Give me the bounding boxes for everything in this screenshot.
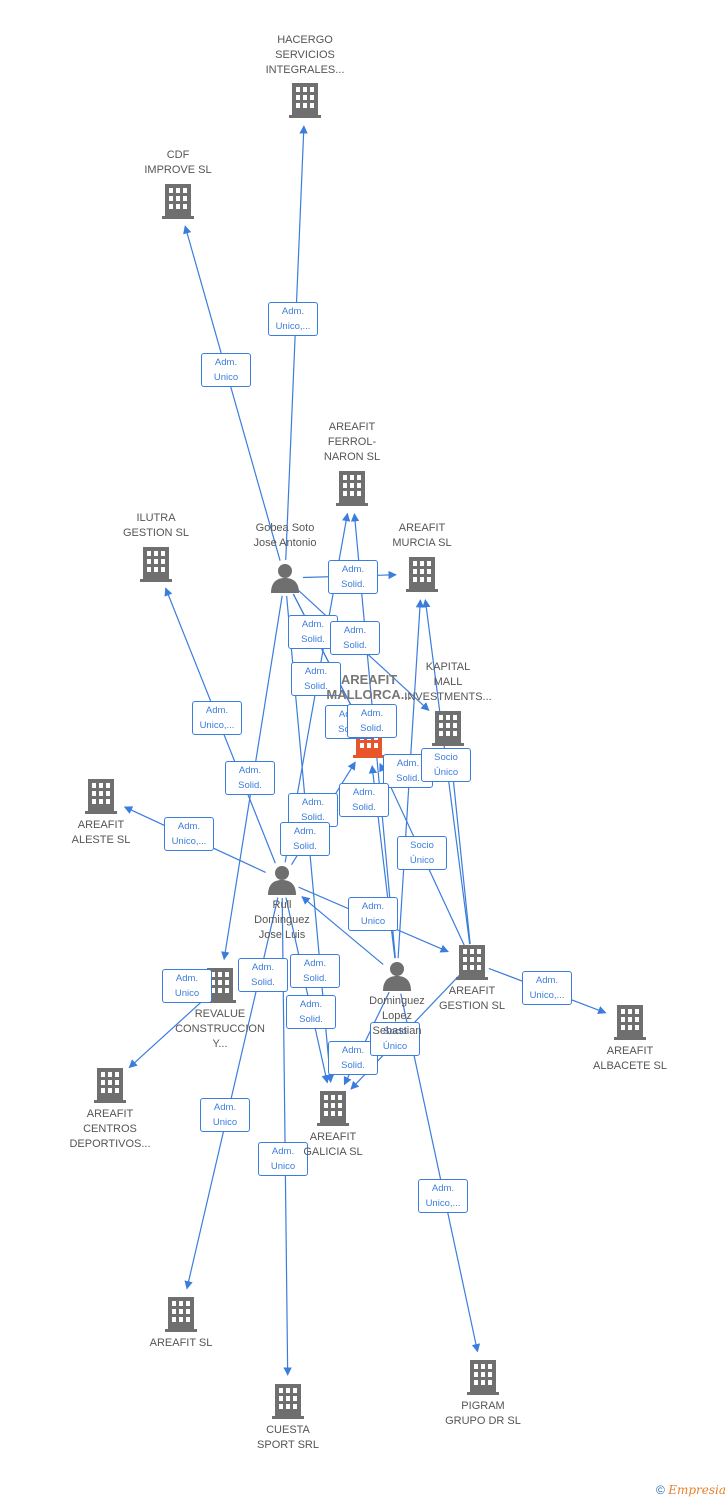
- brand-logo: Empresia: [668, 1483, 726, 1497]
- edge-label-gobea-murcia: Adm. Solid.: [328, 560, 378, 594]
- node-label-gobea[interactable]: Gobea Soto Jose Antonio: [253, 522, 317, 549]
- edge-label-dominguez-galicia: Adm. Solid.: [328, 1041, 378, 1075]
- nodes-layer: [85, 83, 646, 1419]
- edge-gestion-kapital: [447, 753, 471, 945]
- building-icon[interactable]: [336, 471, 368, 506]
- node-label-kapital[interactable]: KAPITAL MALL INVESTMENTS...: [404, 661, 492, 703]
- edge-gobea-hacergo: [285, 125, 308, 561]
- building-icon[interactable]: [614, 1005, 646, 1040]
- edge-label-gestion-mallorca: Socio Único: [397, 836, 447, 870]
- node-label-pigram[interactable]: PIGRAM GRUPO DR SL: [445, 1400, 521, 1427]
- person-icon[interactable]: [268, 866, 296, 895]
- edge-label-gobea-mallorca: Adm. Solid.: [225, 761, 275, 795]
- edge-rull-galicia: [285, 897, 330, 1084]
- edge-label-gobea-hacergo: Adm. Unico,...: [268, 302, 318, 336]
- edge-gobea-mallorca: [292, 593, 358, 718]
- edge-label-gobea-kapital: Adm. Solid.: [288, 615, 338, 649]
- node-label-ilutra[interactable]: ILUTRA GESTION SL: [122, 512, 190, 539]
- edge-label-dominguez-ferrol: Adm. Solid.: [383, 754, 433, 788]
- building-icon[interactable]: [289, 83, 321, 118]
- building-icon[interactable]: [165, 1297, 197, 1332]
- building-icon[interactable]: [85, 779, 117, 814]
- node-label-aleste[interactable]: AREAFIT ALESTE SL: [71, 819, 131, 846]
- edge-label-gestion-galicia: Socio Único: [370, 1022, 420, 1056]
- edge-label-gobea-cdf: Adm. Unico: [201, 353, 251, 387]
- node-label-galicia[interactable]: AREAFIT GALICIA SL: [303, 1131, 363, 1158]
- edge-rull-areafit: [184, 897, 279, 1290]
- edge-label-gestion-kapital: Socio Único: [421, 748, 471, 782]
- copyright-icon: ©: [656, 1483, 665, 1497]
- person-icon[interactable]: [271, 564, 299, 593]
- edge-label-rull-mallorca: Adm. Solid.: [280, 822, 330, 856]
- edge-label-dominguez-rull: Adm. Solid.: [238, 958, 288, 992]
- node-label-revalue[interactable]: REVALUE CONSTRUCCION Y...: [175, 1008, 265, 1050]
- building-icon[interactable]: [162, 184, 194, 219]
- building-icon[interactable]: [272, 1384, 304, 1419]
- building-icon[interactable]: [406, 557, 438, 592]
- node-label-dominguez[interactable]: Dominguez Lopez Sebastian: [369, 995, 425, 1037]
- node-label-cdf[interactable]: CDF IMPROVE SL: [144, 149, 212, 176]
- edge-label-rull-areafit: Adm. Unico: [258, 1142, 308, 1176]
- edge-label-dominguez-murcia: Adm. Solid.: [339, 783, 389, 817]
- node-label-murcia[interactable]: AREAFIT MURCIA SL: [392, 522, 452, 549]
- node-label-areafit[interactable]: AREAFIT SL: [149, 1337, 213, 1349]
- edge-gobea-cdf: [183, 225, 281, 561]
- edge-revalue-centros: [128, 996, 208, 1069]
- node-label-ferrol[interactable]: AREAFIT FERROL- NARON SL: [323, 421, 381, 463]
- node-label-mallorca[interactable]: AREAFIT MALLORCA...: [326, 672, 412, 702]
- edge-label-gestion-albacete: Adm. Unico,...: [522, 971, 572, 1005]
- edge-label-rull-ferrol: Adm. Solid.: [288, 793, 338, 827]
- edge-label-rull-galicia: Adm. Solid.: [347, 704, 397, 738]
- edge-label-gobea-revalue: Adm. Solid.: [286, 995, 336, 1029]
- node-label-albacete[interactable]: AREAFIT ALBACETE SL: [593, 1045, 667, 1072]
- building-icon[interactable]: [94, 1068, 126, 1103]
- edge-label-rull-aleste: Adm. Unico,...: [164, 817, 214, 851]
- building-icon[interactable]: [140, 547, 172, 582]
- building-icon[interactable]: [467, 1360, 499, 1395]
- edge-label-dominguez-pigram: Adm. Unico,...: [418, 1179, 468, 1213]
- node-label-hacergo[interactable]: HACERGO SERVICIOS INTEGRALES...: [265, 34, 345, 76]
- edge-label-rull-ilutra: Adm. Unico,...: [192, 701, 242, 735]
- edge-label-revalue-centros: Adm. Unico: [162, 969, 212, 1003]
- edge-label-gestion-murcia: Adm. Solid.: [330, 621, 380, 655]
- building-icon[interactable]: [456, 945, 488, 980]
- edge-label-rull-gestion: Adm. Unico: [348, 897, 398, 931]
- footer-credit: © Empresia: [656, 1483, 726, 1497]
- node-label-rull[interactable]: Rull Dominguez Jose Luis: [254, 899, 310, 941]
- node-label-centros[interactable]: AREAFIT CENTROS DEPORTIVOS...: [69, 1108, 151, 1150]
- building-icon[interactable]: [317, 1091, 349, 1126]
- node-label-cuesta[interactable]: CUESTA SPORT SRL: [257, 1424, 319, 1451]
- edge-label-rull-cuesta: Adm. Unico: [200, 1098, 250, 1132]
- building-icon[interactable]: [432, 711, 464, 746]
- node-label-gestion[interactable]: AREAFIT GESTION SL: [438, 985, 506, 1012]
- edge-label-gobea-mallorca: Adm. Solid.: [291, 662, 341, 696]
- edge-dominguez-rull: [301, 896, 384, 965]
- edge-label-dominguez-mallorca: Adm. Solid.: [290, 954, 340, 988]
